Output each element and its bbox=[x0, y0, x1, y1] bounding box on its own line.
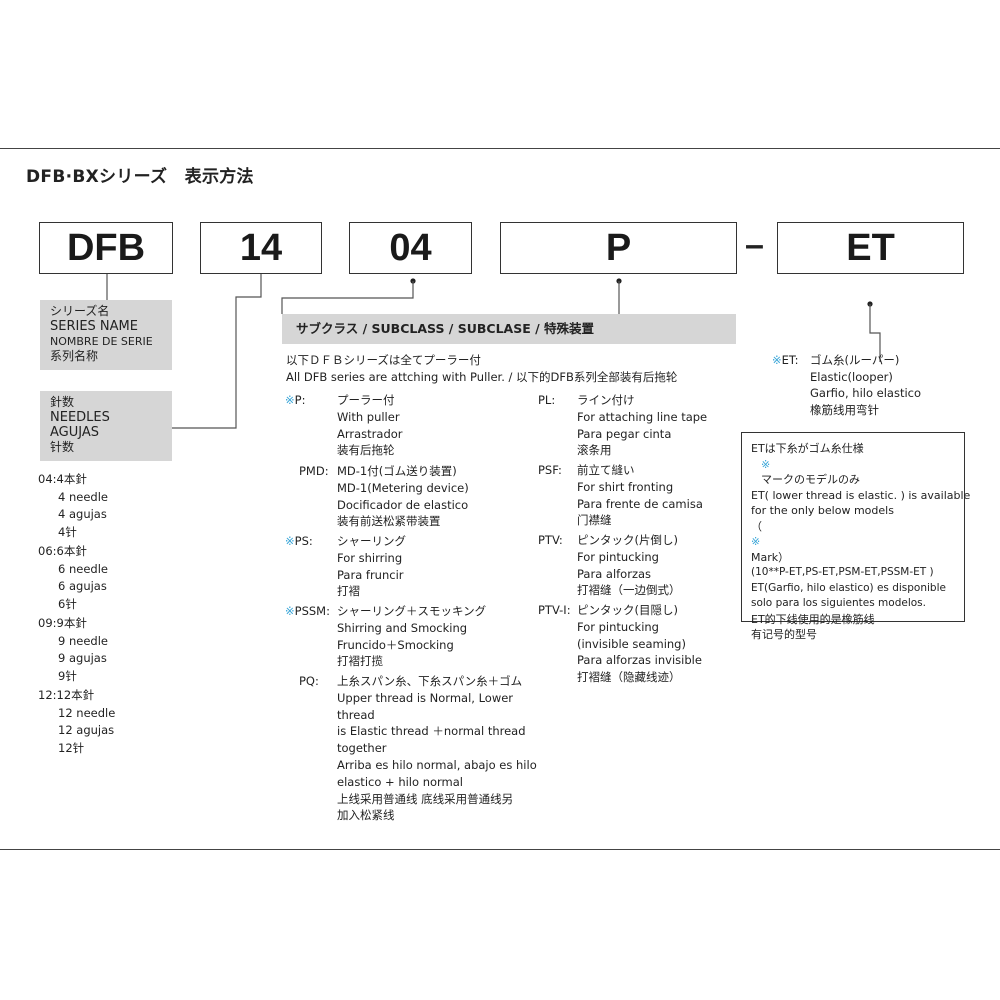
needle-option-06: 06:6本針 6 needle 6 agujas 6针 bbox=[38, 544, 108, 611]
needle-option-12: 12:12本針 12 needle 12 agujas 12针 bbox=[38, 688, 116, 755]
content-frame bbox=[0, 148, 1000, 850]
subclass-header: サブクラス / SUBCLASS / SUBCLASE / 特殊装置 bbox=[282, 314, 736, 344]
et-note-box: ETは下糸がゴム糸仕様 ※マークのモデルのみ ET( lower thread … bbox=[741, 432, 970, 641]
needles-label: 針数 NEEDLES AGUJAS 针数 bbox=[40, 391, 172, 461]
needles-list: 04:4本針 4 needle 4 agujas 4针 06:6本針 6 nee… bbox=[38, 471, 115, 757]
needle-option-04: 04:4本針 4 needle 4 agujas 4针 bbox=[38, 472, 108, 539]
code-lower-thread-box: ET bbox=[777, 222, 964, 274]
subclass-intro: 以下ＤＦＢシリーズは全てプーラー付 All DFB series are att… bbox=[286, 353, 678, 384]
code-series-box: DFB bbox=[39, 222, 173, 274]
code-device-box: P bbox=[500, 222, 737, 274]
code-subclass-box: 04 bbox=[349, 222, 472, 274]
needle-option-09: 09:9本針 9 needle 9 agujas 9针 bbox=[38, 616, 108, 683]
series-name-label: シリーズ名 SERIES NAME NOMBRE DE SERIE 系列名称 bbox=[40, 300, 172, 370]
code-dash: – bbox=[745, 226, 764, 264]
code-needles-box: 14 bbox=[200, 222, 322, 274]
page-title: DFB·BXシリーズ 表示方法 bbox=[26, 167, 254, 187]
